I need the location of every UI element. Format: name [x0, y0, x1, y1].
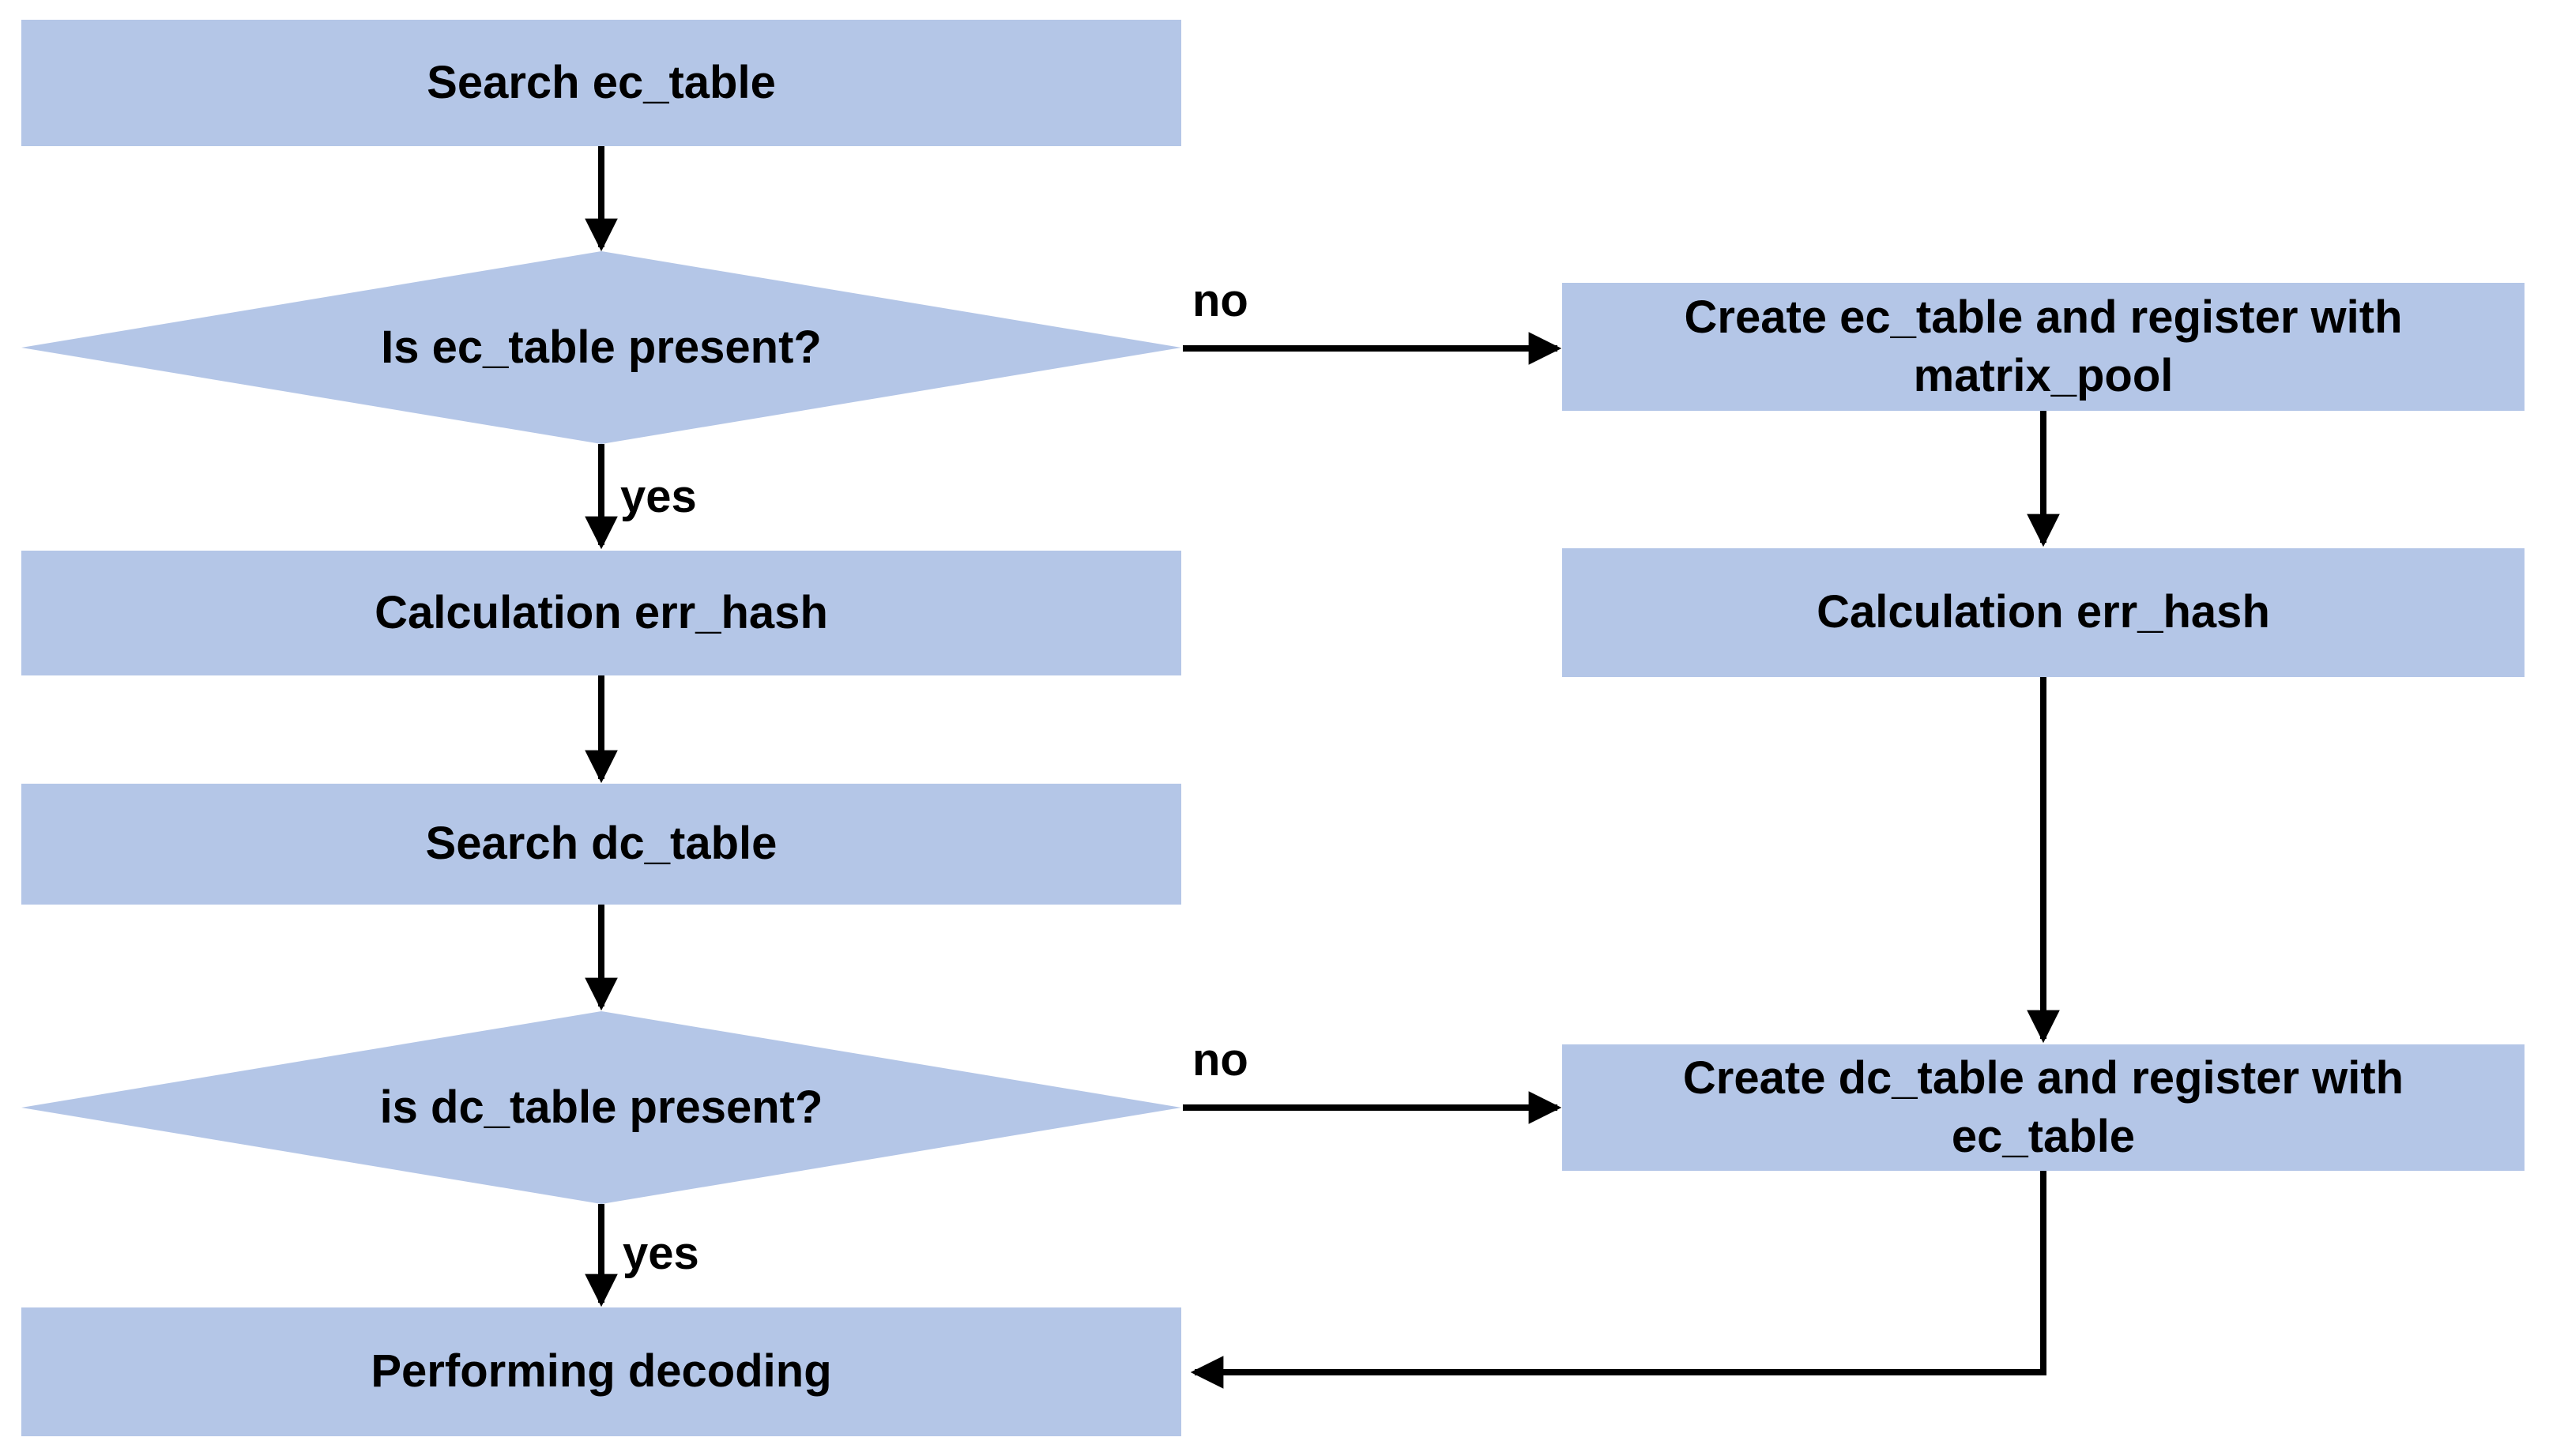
node-label: Create ec_table and register with matrix…: [1684, 291, 2403, 401]
edge-label-no-2: no: [1192, 1034, 1248, 1085]
edge-label-yes-1: yes: [620, 471, 697, 522]
node-label: Performing decoding: [371, 1345, 832, 1398]
edge-create-dc-to-performing: [1190, 1171, 2046, 1389]
node-calculation-err-hash-right: Calculation err_hash: [1562, 548, 2525, 677]
node-calculation-err-hash-left: Calculation err_hash: [21, 551, 1181, 675]
node-label: Calculation err_hash: [375, 586, 828, 638]
node-search-ec-table: Search ec_table: [21, 20, 1181, 146]
node-label: Search ec_table: [427, 56, 776, 108]
node-create-dc-table: Create dc_table and register with ec_tab…: [1562, 1044, 2525, 1171]
node-label: is dc_table present?: [379, 1081, 823, 1133]
node-label: Create dc_table and register with ec_tab…: [1682, 1052, 2404, 1162]
node-search-dc-table: Search dc_table: [21, 784, 1181, 905]
node-is-dc-table-present: is dc_table present?: [21, 1011, 1181, 1204]
node-label: Is ec_table present?: [381, 321, 822, 373]
edge-label-no-1: no: [1192, 275, 1248, 326]
node-label: Search dc_table: [425, 818, 778, 870]
edge-label-yes-2: yes: [623, 1228, 699, 1279]
node-create-ec-table: Create ec_table and register with matrix…: [1562, 283, 2525, 411]
node-performing-decoding: Performing decoding: [21, 1307, 1181, 1436]
node-label: Calculation err_hash: [1817, 586, 2270, 638]
node-is-ec-table-present: Is ec_table present?: [21, 251, 1181, 444]
